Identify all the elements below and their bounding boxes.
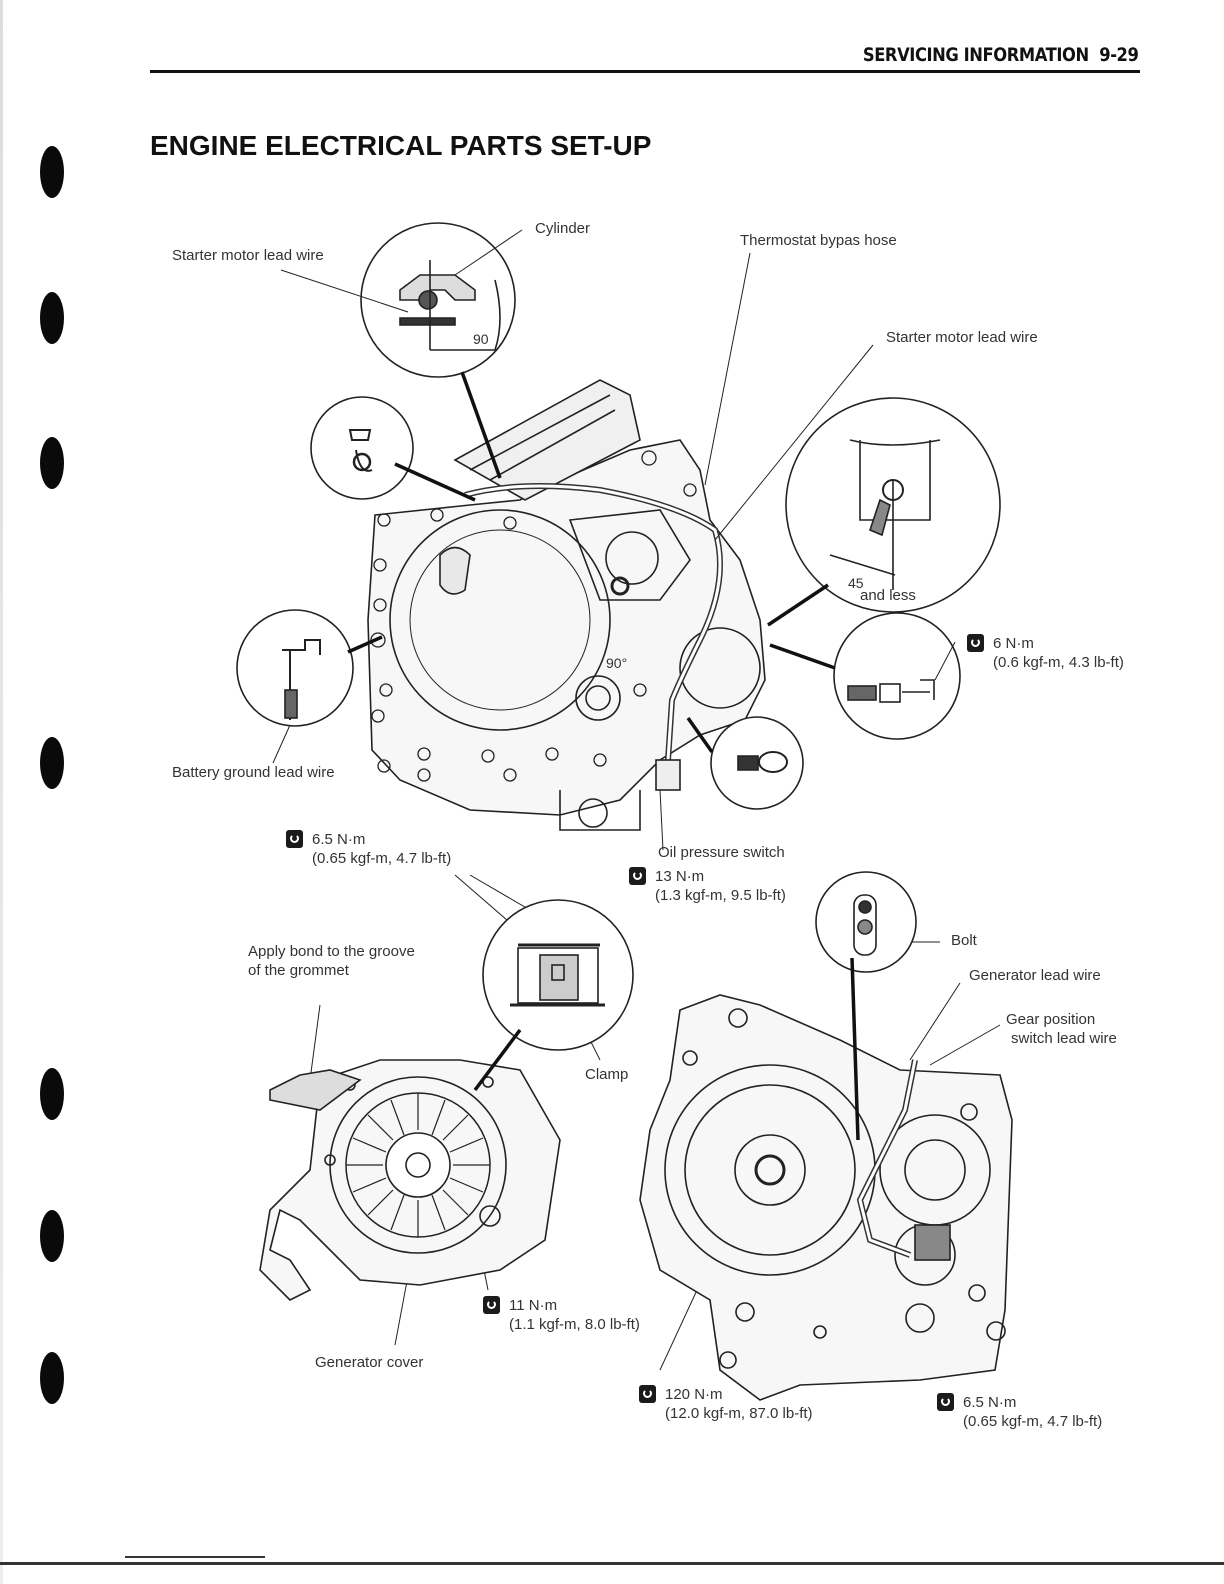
- binder-hole: [40, 1068, 64, 1120]
- clutch-cover-disc: [389, 509, 611, 731]
- torque-alt-units: (0.65 kgf-m, 4.7 lb-ft): [963, 1413, 1103, 1430]
- torque-spec-6nm: 6 N·m (0.6 kgf-m, 4.3 lb-ft): [967, 634, 1124, 672]
- torque-spec-120nm: 120 N·m (12.0 kgf-m, 87.0 lb-ft): [639, 1385, 813, 1423]
- label-cylinder: Cylinder: [535, 220, 591, 237]
- torque-spec-6-5nm-upper: 6.5 N·m (0.65 kgf-m, 4.7 lb-ft): [286, 830, 452, 868]
- binder-hole: [40, 737, 64, 789]
- header-rule: [150, 70, 1140, 73]
- apply-bond-line-1: Apply bond to the groove: [248, 943, 415, 960]
- torque-alt-units: (0.65 kgf-m, 4.7 lb-ft): [312, 850, 452, 867]
- detail-cylinder-terminal: [360, 222, 516, 378]
- footer-tab: [125, 1556, 265, 1558]
- cylinder-block: [453, 379, 641, 501]
- label-oil-pressure-switch: Oil pressure switch: [658, 844, 785, 861]
- angle-90-mid: 90°: [606, 655, 628, 671]
- page-title: ENGINE ELECTRICAL PARTS SET-UP: [150, 130, 652, 161]
- torque-value: 6 N·m: [993, 635, 1034, 652]
- gear-position-line-2: switch lead wire: [1011, 1030, 1117, 1047]
- label-thermostat-hose: Thermostat bypas hose: [740, 232, 897, 249]
- torque-value: 11 N·m: [509, 1297, 558, 1314]
- torque-alt-units: (1.3 kgf-m, 9.5 lb-ft): [655, 887, 786, 904]
- label-clamp: Clamp: [585, 1066, 629, 1083]
- torque-alt-units: (1.1 kgf-m, 8.0 lb-ft): [509, 1316, 640, 1333]
- binder-hole: [40, 1210, 64, 1262]
- label-gear-position: Gear position switch lead wire: [1006, 1010, 1117, 1048]
- binder-hole: [40, 1352, 64, 1404]
- label-bolt: Bolt: [951, 932, 977, 949]
- gear-position-line-1: Gear position: [1006, 1011, 1096, 1028]
- torque-wrench-icon: [639, 1385, 656, 1403]
- torque-wrench-icon: [967, 634, 984, 652]
- label-generator-cover: Generator cover: [315, 1354, 424, 1371]
- torque-wrench-icon: [937, 1393, 954, 1411]
- apply-bond-line-2: of the grommet: [248, 962, 349, 979]
- torque-alt-units: (12.0 kgf-m, 87.0 lb-ft): [665, 1405, 813, 1422]
- angle-and-less: and less: [860, 587, 916, 604]
- page-edge: [0, 0, 3, 1584]
- angle-90-top: 90: [473, 331, 489, 347]
- torque-value: 120 N·m: [665, 1386, 723, 1403]
- label-apply-bond: Apply bond to the groove of the grommet: [248, 942, 415, 980]
- torque-spec-13nm: 13 N·m (1.3 kgf-m, 9.5 lb-ft): [629, 867, 786, 905]
- footer-rule: [0, 1562, 1224, 1565]
- angle-45: 45: [848, 575, 864, 591]
- torque-wrench-icon: [483, 1296, 500, 1314]
- page-number: 9-29: [1098, 44, 1139, 66]
- label-starter-lead-2: Starter motor lead wire: [886, 329, 1038, 346]
- torque-wrench-icon: [286, 830, 303, 848]
- section-name: SERVICING INFORMATION: [862, 44, 1089, 66]
- binder-hole: [40, 292, 64, 344]
- label-generator-lead: Generator lead wire: [969, 967, 1101, 984]
- crankcase-outline: [639, 994, 1013, 1401]
- label-battery-ground: Battery ground lead wire: [172, 764, 335, 781]
- torque-alt-units: (0.6 kgf-m, 4.3 lb-ft): [993, 654, 1124, 671]
- binder-hole: [40, 146, 64, 198]
- torque-value: 13 N·m: [655, 868, 705, 885]
- header-title: SERVICING INFORMATION 9-29: [862, 44, 1138, 66]
- torque-value: 6.5 N·m: [963, 1394, 1017, 1411]
- torque-spec-11nm: 11 N·m (1.1 kgf-m, 8.0 lb-ft): [483, 1296, 640, 1334]
- torque-wrench-icon: [629, 867, 646, 885]
- label-starter-lead-1: Starter motor lead wire: [172, 247, 324, 264]
- binder-hole: [40, 437, 64, 489]
- torque-value: 6.5 N·m: [312, 831, 366, 848]
- torque-spec-6-5nm-lower: 6.5 N·m (0.65 kgf-m, 4.7 lb-ft): [937, 1393, 1103, 1431]
